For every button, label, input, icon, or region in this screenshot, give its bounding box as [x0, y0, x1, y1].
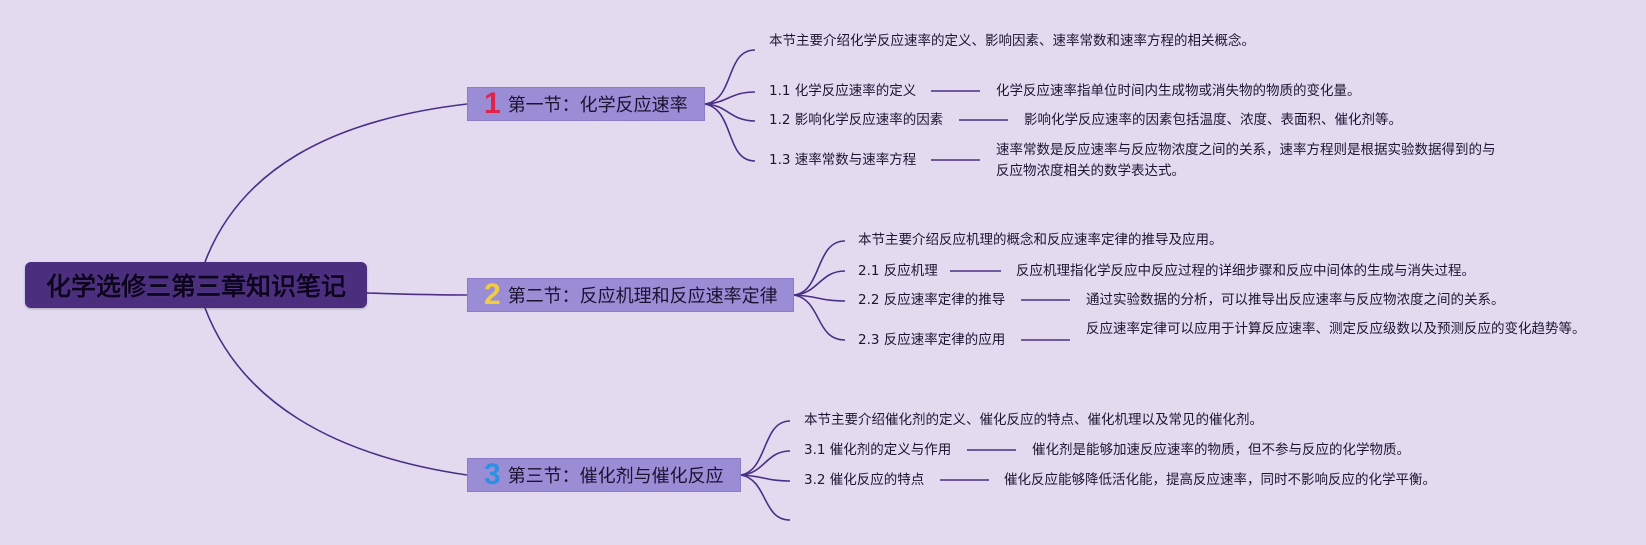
edge-sec2-item3: [793, 294, 846, 341]
section-3-item-2-label[interactable]: 3.2 催化反应的特点: [804, 472, 925, 488]
section-node-1[interactable]: 1 第一节：化学反应速率: [467, 87, 705, 121]
number-badge-icon: 2: [484, 278, 501, 311]
section-title: 第二节：反应机理和反应速率定律: [507, 286, 778, 307]
edge-sec3-item1: [740, 450, 791, 476]
section-node-2[interactable]: 2 第二节：反应机理和反应速率定律: [467, 278, 794, 312]
section-2-item-1-label[interactable]: 2.1 反应机理: [858, 263, 938, 279]
edge-sec2-intro: [793, 240, 846, 296]
root-node[interactable]: 化学选修三第三章知识笔记: [25, 262, 367, 308]
root-title: 化学选修三第三章知识笔记: [45, 272, 346, 301]
edge-root-sec3: [204, 307, 468, 476]
number-badge-icon: 1: [484, 87, 501, 120]
section-2-item-2-desc: 通过实验数据的分析，可以推导出反应速率与反应物浓度之间的关系。: [1086, 292, 1505, 308]
section-2-intro: 本节主要介绍反应机理的概念和反应速率定律的推导及应用。: [858, 232, 1223, 248]
section-node-3[interactable]: 3 第三节：催化剂与催化反应: [467, 458, 741, 492]
edge-sec1-intro: [704, 49, 756, 105]
edge-sec2-item2: [793, 294, 846, 302]
section-3-intro: 本节主要介绍催化剂的定义、催化反应的特点、催化机理以及常见的催化剂。: [804, 412, 1263, 428]
section-title: 第三节：催化剂与催化反应: [507, 466, 724, 487]
section-1-item-3-desc: 速率常数是反应速率与反应物浓度之间的关系，速率方程则是根据实验数据得到的与反应物…: [996, 142, 1496, 179]
section-1-item-2-label[interactable]: 1.2 影响化学反应速率的因素: [769, 112, 944, 128]
edge-sec2-item1: [793, 270, 846, 296]
edge-sec1-item1: [704, 91, 756, 105]
section-title: 第一节：化学反应速率: [507, 95, 688, 116]
edge-sec3-intro: [740, 420, 791, 476]
edge-root-sec1: [204, 103, 468, 263]
section-2-item-1-desc: 反应机理指化学反应中反应过程的详细步骤和反应中间体的生成与消失过程。: [1016, 263, 1475, 279]
section-1-item-1-desc: 化学反应速率指单位时间内生成物或消失物的物质的变化量。: [996, 83, 1361, 99]
number-badge-icon: 3: [484, 458, 501, 491]
edge-sec1-item3: [704, 103, 756, 162]
edge-sec3-item2: [740, 474, 791, 482]
section-3-item-2-desc: 催化反应能够降低活化能，提高反应速率，同时不影响反应的化学平衡。: [1004, 472, 1436, 488]
section-2-item-2-label[interactable]: 2.2 反应速率定律的推导: [858, 292, 1006, 308]
section-3-item-1-label[interactable]: 3.1 催化剂的定义与作用: [804, 442, 952, 458]
edge-root-sec2: [366, 292, 468, 296]
section-1-item-3-label[interactable]: 1.3 速率常数与速率方程: [769, 152, 917, 168]
section-1-item-1-label[interactable]: 1.1 化学反应速率的定义: [769, 83, 917, 99]
section-2-item-3-desc: 反应速率定律可以应用于计算反应速率、测定反应级数以及预测反应的变化趋势等。: [1086, 321, 1586, 337]
section-3-item-1-desc: 催化剂是能够加速反应速率的物质，但不参与反应的化学物质。: [1032, 442, 1410, 458]
edge-sec3-item4: [740, 474, 791, 521]
section-1-item-2-desc: 影响化学反应速率的因素包括温度、浓度、表面积、催化剂等。: [1024, 112, 1402, 128]
section-1-intro: 本节主要介绍化学反应速率的定义、影响因素、速率常数和速率方程的相关概念。: [769, 33, 1255, 49]
edge-sec1-item2: [704, 103, 756, 122]
section-2-item-3-label[interactable]: 2.3 反应速率定律的应用: [858, 332, 1006, 348]
